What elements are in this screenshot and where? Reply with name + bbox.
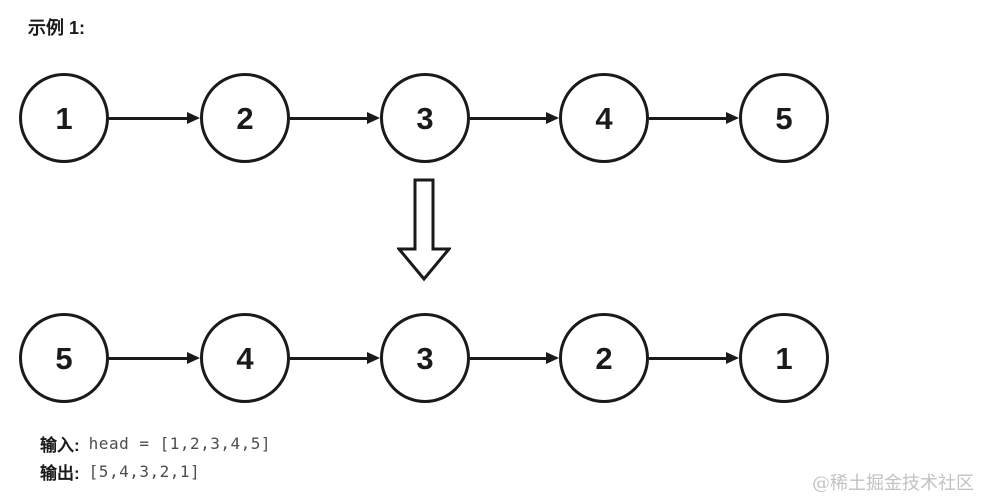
output-label: 输出: xyxy=(40,463,80,483)
linked-list-reversed: 5 4 3 2 1 xyxy=(0,313,984,403)
arrow-head-icon xyxy=(367,352,380,364)
arrow-shaft xyxy=(470,116,547,120)
list-node: 1 xyxy=(19,73,109,163)
list-node: 2 xyxy=(200,73,290,163)
next-pointer-arrow xyxy=(649,112,739,124)
list-node: 4 xyxy=(559,73,649,163)
arrow-shaft xyxy=(290,356,368,360)
list-node: 5 xyxy=(19,313,109,403)
list-node: 5 xyxy=(739,73,829,163)
arrow-head-icon xyxy=(546,352,559,364)
node-value: 2 xyxy=(595,340,613,376)
next-pointer-arrow xyxy=(470,352,559,364)
arrow-shaft xyxy=(109,116,188,120)
watermark: @稀土掘金技术社区 xyxy=(812,473,974,494)
io-block: 输入: head = [1,2,3,4,5] 输出: [5,4,3,2,1] xyxy=(40,429,271,485)
arrow-head-icon xyxy=(187,112,200,124)
arrow-shaft xyxy=(109,356,188,360)
list-node: 3 xyxy=(380,73,470,163)
node-value: 4 xyxy=(236,340,254,376)
node-value: 3 xyxy=(416,100,434,136)
next-pointer-arrow xyxy=(649,352,739,364)
input-line: 输入: head = [1,2,3,4,5] xyxy=(40,429,271,457)
next-pointer-arrow xyxy=(290,352,380,364)
example-title: 示例 1: xyxy=(28,18,86,38)
arrow-head-icon xyxy=(726,112,739,124)
node-value: 1 xyxy=(55,100,73,136)
arrow-shaft xyxy=(470,356,547,360)
arrow-head-icon xyxy=(367,112,380,124)
arrow-head-icon xyxy=(726,352,739,364)
next-pointer-arrow xyxy=(109,352,200,364)
linked-list-original: 1 2 3 4 5 xyxy=(0,73,984,163)
arrow-shaft xyxy=(649,356,727,360)
down-arrow-icon xyxy=(397,178,451,282)
node-value: 3 xyxy=(416,340,434,376)
list-node: 2 xyxy=(559,313,649,403)
arrow-head-icon xyxy=(187,352,200,364)
node-value: 2 xyxy=(236,100,254,136)
next-pointer-arrow xyxy=(470,112,559,124)
list-node: 4 xyxy=(200,313,290,403)
arrow-shaft xyxy=(290,116,368,120)
next-pointer-arrow xyxy=(290,112,380,124)
node-value: 5 xyxy=(775,100,793,136)
output-line: 输出: [5,4,3,2,1] xyxy=(40,457,271,485)
node-value: 4 xyxy=(595,100,613,136)
arrow-shaft xyxy=(649,116,727,120)
list-node: 1 xyxy=(739,313,829,403)
output-value: [5,4,3,2,1] xyxy=(88,461,201,481)
arrow-head-icon xyxy=(546,112,559,124)
input-label: 输入: xyxy=(40,435,80,455)
node-value: 5 xyxy=(55,340,73,376)
next-pointer-arrow xyxy=(109,112,200,124)
input-value: head = [1,2,3,4,5] xyxy=(88,433,272,453)
list-node: 3 xyxy=(380,313,470,403)
node-value: 1 xyxy=(775,340,793,376)
